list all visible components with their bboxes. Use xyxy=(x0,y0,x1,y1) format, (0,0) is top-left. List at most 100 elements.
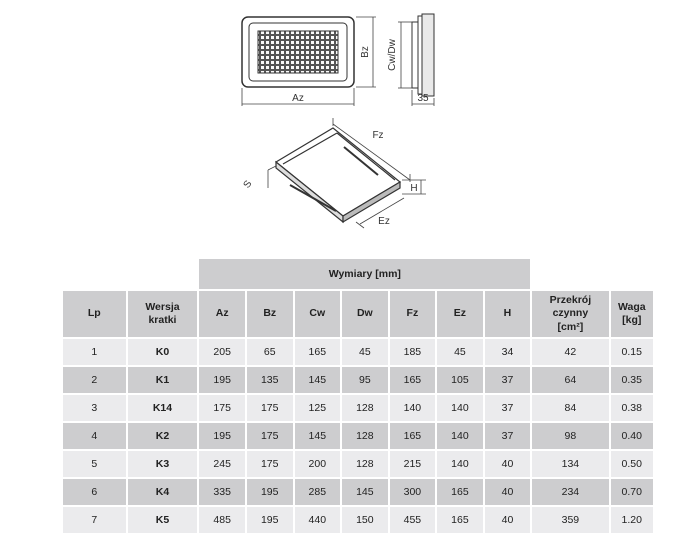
cell-az: 205 xyxy=(199,339,245,365)
cell-cw: 200 xyxy=(294,451,341,477)
cell-bz: 135 xyxy=(246,367,293,393)
cell-przekroj: 84 xyxy=(532,395,609,421)
cell-waga: 0.70 xyxy=(610,479,653,505)
cell-przekroj: 234 xyxy=(532,479,609,505)
cell-az: 335 xyxy=(199,479,245,505)
cell-bz: 175 xyxy=(246,451,293,477)
dimension-az: Az xyxy=(241,88,355,106)
cell-lp: 1 xyxy=(63,339,126,365)
cell-waga: 0.35 xyxy=(610,367,653,393)
header-bz: Bz xyxy=(246,291,293,337)
cell-waga: 0.15 xyxy=(610,339,653,365)
cell-dw: 128 xyxy=(342,423,388,449)
cell-az: 485 xyxy=(199,507,245,533)
header-az: Az xyxy=(199,291,245,337)
cell-waga: 0.40 xyxy=(610,423,653,449)
cell-cw: 440 xyxy=(294,507,341,533)
label-h: H xyxy=(410,183,417,194)
dimensions-table: Wymiary [mm] Lp Wersja kratki Az Bz Cw D… xyxy=(61,257,655,535)
frame-isometric-view xyxy=(267,127,402,224)
header-lp: Lp xyxy=(63,291,126,337)
cell-ez: 105 xyxy=(437,367,483,393)
header-waga: Waga [kg] xyxy=(610,291,653,337)
header-przekroj: Przekrój czynny [cm²] xyxy=(532,291,609,337)
cell-wersja: K14 xyxy=(127,395,198,421)
table-row: 2 K1 195 135 145 95 165 105 37 64 0.35 xyxy=(63,367,653,393)
table-row: 7 K5 485 195 440 150 455 165 40 359 1.20 xyxy=(63,507,653,533)
cell-wersja: K0 xyxy=(127,339,198,365)
cell-az: 245 xyxy=(199,451,245,477)
cell-wersja: K3 xyxy=(127,451,198,477)
cell-fz: 455 xyxy=(389,507,436,533)
dimension-ez: Ez xyxy=(355,197,405,229)
header-dw: Dw xyxy=(342,291,388,337)
header-cw: Cw xyxy=(294,291,341,337)
label-s: S xyxy=(242,178,255,190)
grille-side-view: Cw/Dw 35 xyxy=(387,13,435,106)
cell-bz: 175 xyxy=(246,395,293,421)
table-row: 4 K2 195 175 145 128 165 140 37 98 0.40 xyxy=(63,423,653,449)
cell-h: 37 xyxy=(484,395,531,421)
cell-cw: 145 xyxy=(294,423,341,449)
cell-dw: 145 xyxy=(342,479,388,505)
cell-cw: 145 xyxy=(294,367,341,393)
cell-przekroj: 98 xyxy=(532,423,609,449)
cell-h: 40 xyxy=(484,479,531,505)
cell-cw: 285 xyxy=(294,479,341,505)
label-bz: Bz xyxy=(360,46,371,58)
cell-wersja: K1 xyxy=(127,367,198,393)
table-row: 3 K14 175 175 125 128 140 140 37 84 0.38 xyxy=(63,395,653,421)
dimension-h: H xyxy=(402,179,426,195)
cell-h: 37 xyxy=(484,367,531,393)
cell-przekroj: 42 xyxy=(532,339,609,365)
cell-ez: 140 xyxy=(437,423,483,449)
cell-waga: 0.38 xyxy=(610,395,653,421)
dimension-bz: Bz xyxy=(356,16,376,88)
cell-ez: 45 xyxy=(437,339,483,365)
cell-fz: 185 xyxy=(389,339,436,365)
label-ez: Ez xyxy=(378,216,390,227)
technical-drawing: Az Bz Cw/Dw 35 xyxy=(0,0,691,255)
cell-bz: 195 xyxy=(246,479,293,505)
table-row: 6 K4 335 195 285 145 300 165 40 234 0.70 xyxy=(63,479,653,505)
cell-cw: 125 xyxy=(294,395,341,421)
cell-lp: 5 xyxy=(63,451,126,477)
cell-cw: 165 xyxy=(294,339,341,365)
header-ez: Ez xyxy=(437,291,483,337)
cell-przekroj: 134 xyxy=(532,451,609,477)
cell-waga: 1.20 xyxy=(610,507,653,533)
cell-lp: 3 xyxy=(63,395,126,421)
cell-h: 37 xyxy=(484,423,531,449)
cell-h: 40 xyxy=(484,507,531,533)
cell-bz: 65 xyxy=(246,339,293,365)
cell-az: 175 xyxy=(199,395,245,421)
label-az: Az xyxy=(292,93,304,104)
cell-h: 40 xyxy=(484,451,531,477)
cell-fz: 165 xyxy=(389,367,436,393)
cell-wersja: K2 xyxy=(127,423,198,449)
cell-lp: 6 xyxy=(63,479,126,505)
cell-lp: 7 xyxy=(63,507,126,533)
cell-lp: 2 xyxy=(63,367,126,393)
grille-front-view xyxy=(241,16,355,88)
header-fz: Fz xyxy=(389,291,436,337)
cell-fz: 165 xyxy=(389,423,436,449)
cell-dw: 45 xyxy=(342,339,388,365)
cell-waga: 0.50 xyxy=(610,451,653,477)
cell-wersja: K4 xyxy=(127,479,198,505)
cell-przekroj: 64 xyxy=(532,367,609,393)
cell-ez: 140 xyxy=(437,451,483,477)
label-fz: Fz xyxy=(372,130,383,141)
cell-przekroj: 359 xyxy=(532,507,609,533)
cell-dw: 95 xyxy=(342,367,388,393)
cell-h: 34 xyxy=(484,339,531,365)
cell-dw: 128 xyxy=(342,451,388,477)
cell-dw: 150 xyxy=(342,507,388,533)
cell-fz: 140 xyxy=(389,395,436,421)
cell-dw: 128 xyxy=(342,395,388,421)
header-h: H xyxy=(484,291,531,337)
cell-bz: 175 xyxy=(246,423,293,449)
cell-wersja: K5 xyxy=(127,507,198,533)
header-wersja: Wersja kratki xyxy=(127,291,198,337)
cell-bz: 195 xyxy=(246,507,293,533)
